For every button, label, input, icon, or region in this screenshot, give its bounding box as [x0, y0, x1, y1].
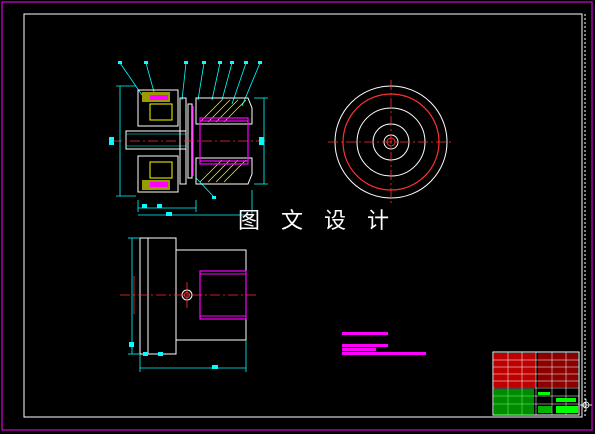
dimension-markers — [109, 137, 264, 216]
technical-notes — [342, 332, 426, 355]
corner-cursor-icon — [580, 399, 592, 411]
top-body — [139, 237, 177, 355]
title-block — [492, 351, 580, 416]
input-shaft — [125, 130, 187, 150]
section-view — [109, 61, 268, 218]
leader-dots — [118, 61, 262, 199]
inner-frame — [23, 13, 583, 418]
side-view — [328, 80, 454, 204]
top-dimensions — [128, 237, 247, 372]
watermark-text: 图 文 设 计 — [238, 209, 396, 234]
leader-lines — [119, 62, 261, 198]
clutch-housing — [137, 89, 179, 193]
top-view — [120, 237, 256, 372]
